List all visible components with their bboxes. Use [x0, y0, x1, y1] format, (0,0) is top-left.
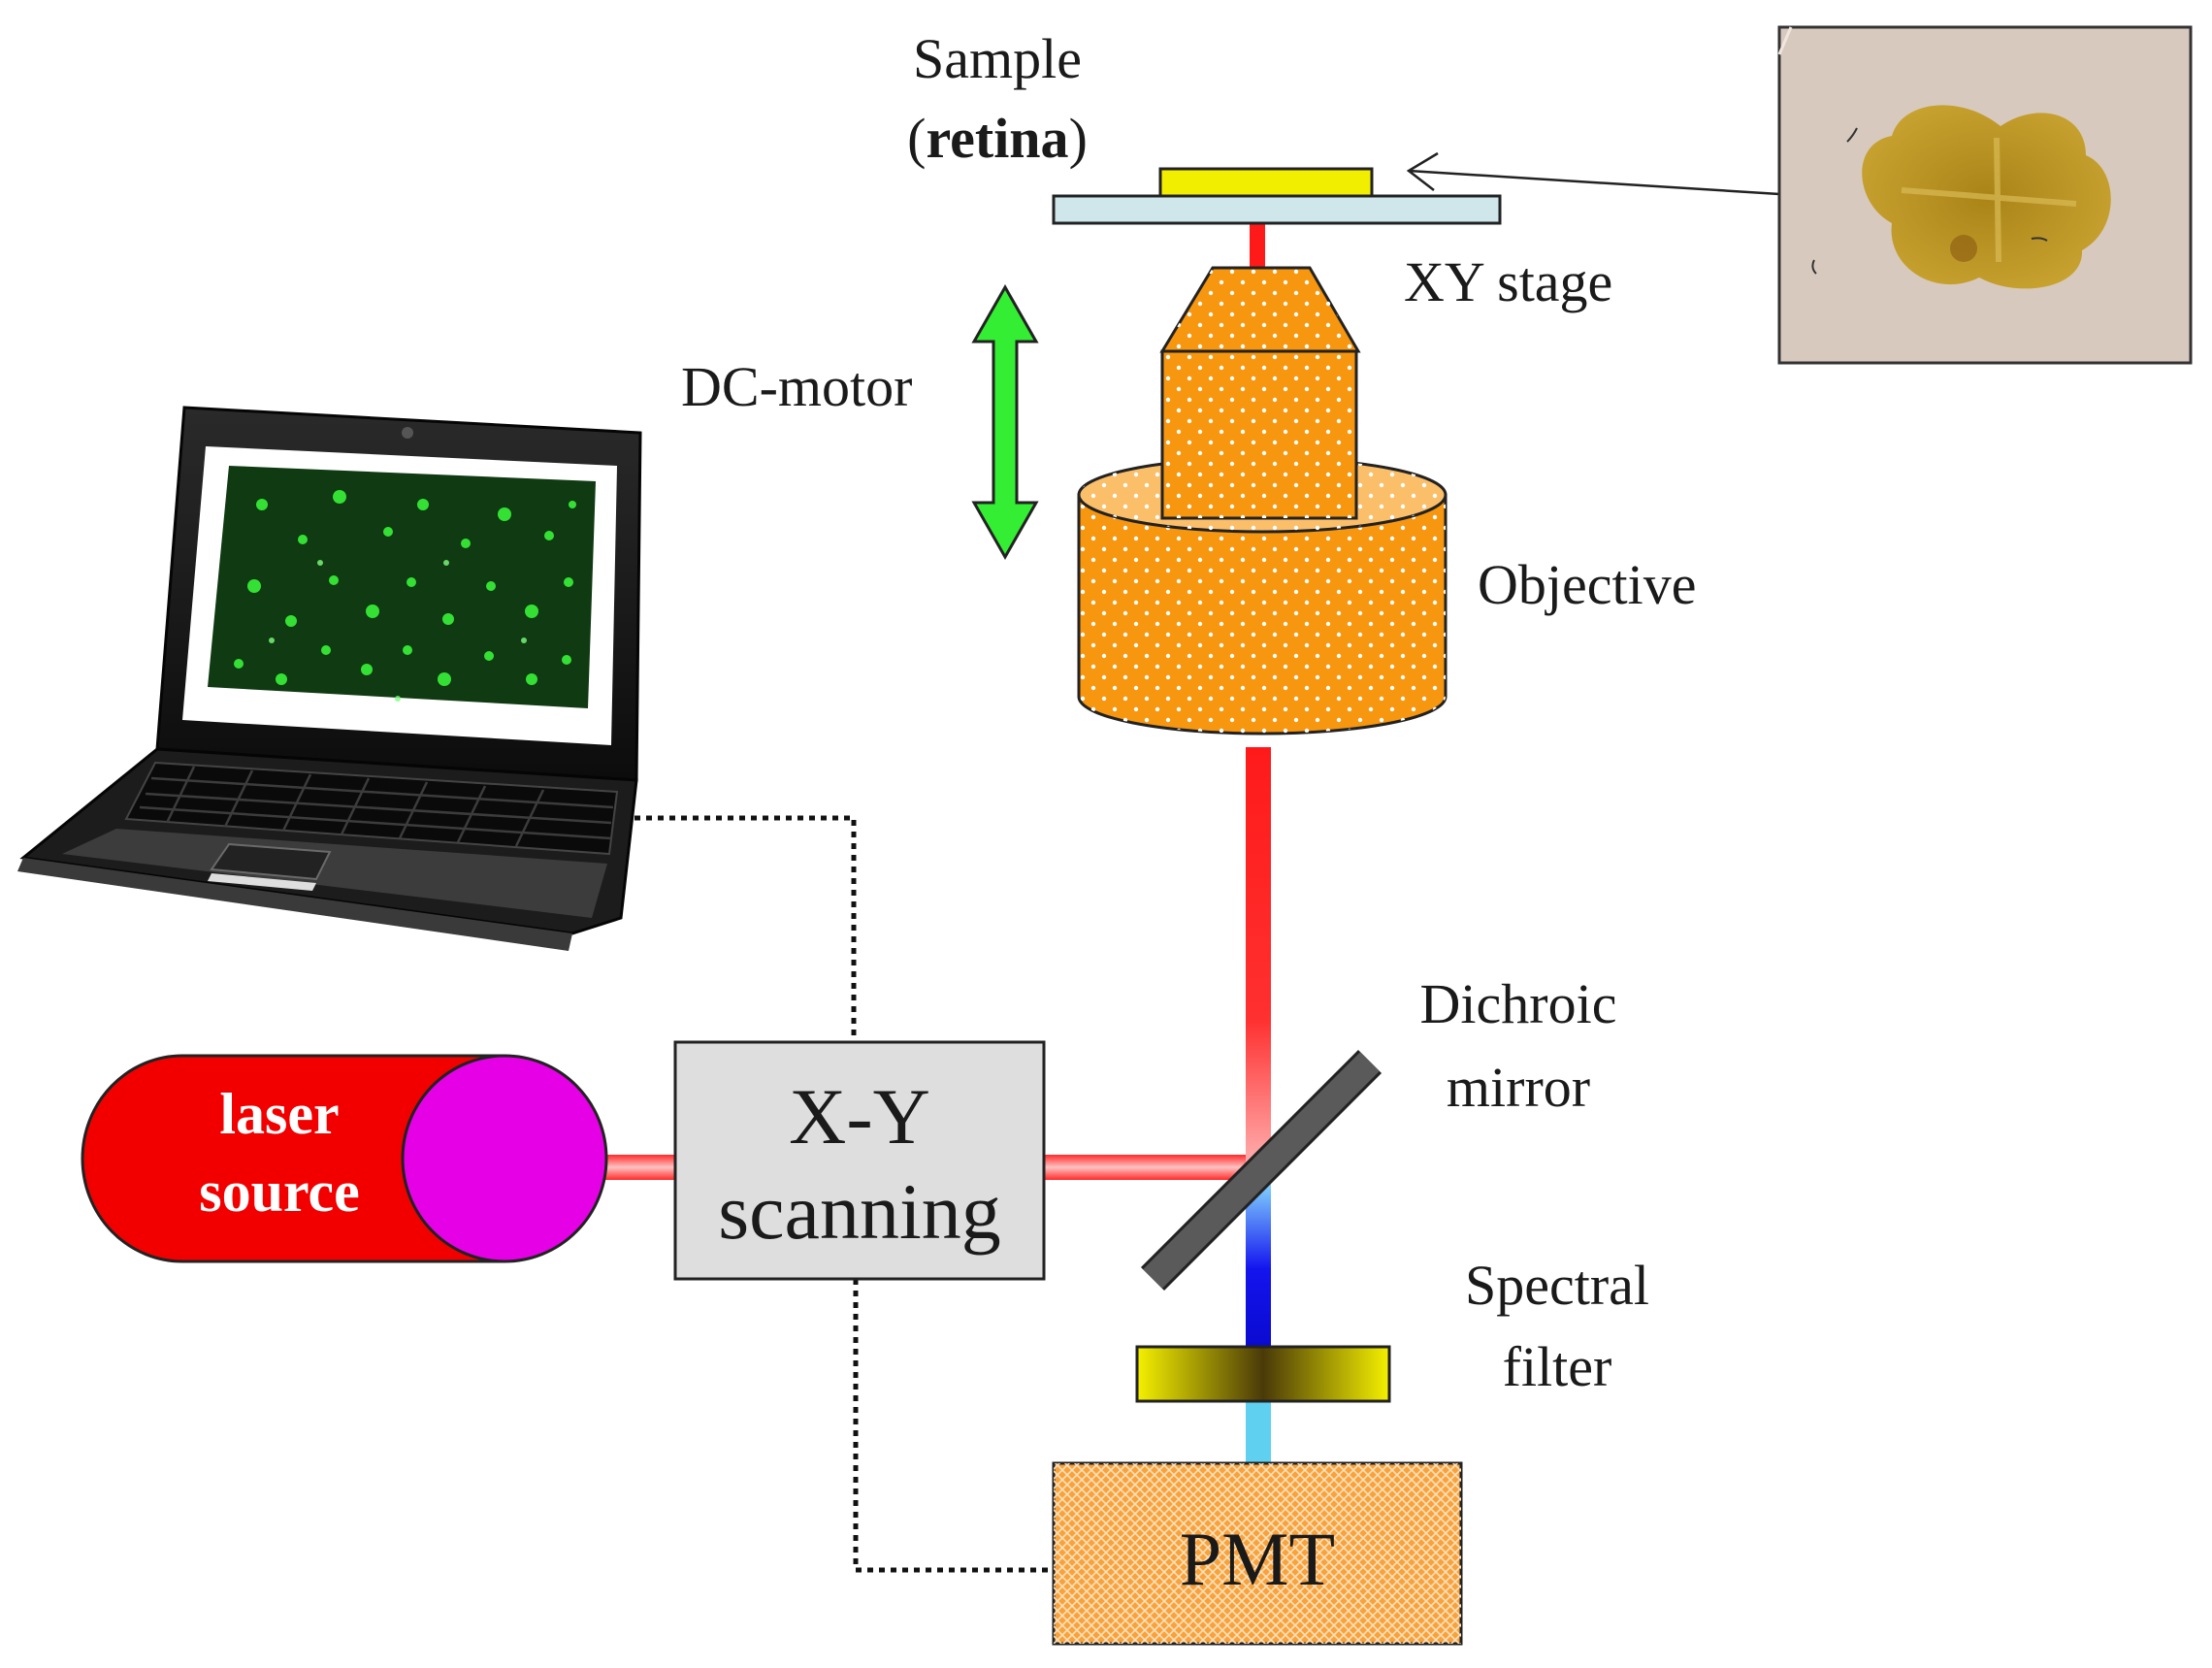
- scanner-box: [673, 1040, 1046, 1281]
- xy-scanner: X-Y scanning: [673, 1040, 1046, 1281]
- scanner-label-line2: scanning: [718, 1167, 1000, 1256]
- xy-stage: [1052, 194, 1502, 225]
- objective-lens: [1077, 266, 1448, 736]
- xy-stage-label: XY stage: [1404, 250, 1612, 313]
- laser-label-line2: source: [199, 1160, 360, 1224]
- laser-body: [81, 1054, 506, 1263]
- dichroic-label-line1: Dichroic: [1420, 972, 1617, 1035]
- scanner-label-line1: X-Y: [789, 1072, 930, 1161]
- sample-label-line1: Sample: [913, 27, 1082, 90]
- pmt-label: PMT: [1180, 1517, 1335, 1601]
- dc-motor-label: DC-motor: [681, 355, 912, 418]
- laser-label-line1: laser: [219, 1082, 339, 1146]
- laser-source: laser source: [81, 1054, 608, 1263]
- beam-objective-to-sample: [1250, 221, 1265, 270]
- retina-sample-photo: [1777, 25, 2193, 365]
- pmt-detector: PMT: [1052, 1461, 1463, 1646]
- beam-scanner-to-mirror: [1044, 1155, 1250, 1180]
- dichroic-mirror: [1140, 1049, 1382, 1292]
- laptop-icon: [17, 406, 642, 951]
- beam-mirror-to-objective: [1246, 747, 1271, 1166]
- photo-pointer-line: [1408, 169, 1780, 196]
- photo-pointer-arrowhead: [1406, 151, 1439, 191]
- sample-label-line2: (retina): [907, 107, 1088, 170]
- laser-face: [401, 1054, 608, 1263]
- microscopy-screen-image: [208, 466, 596, 708]
- spectral-label-line1: Spectral: [1465, 1254, 1649, 1317]
- dichroic-label-line2: mirror: [1447, 1056, 1590, 1119]
- sample-retina: [1158, 167, 1374, 198]
- beam-filter-to-pmt: [1246, 1399, 1271, 1463]
- spectral-label-line2: filter: [1503, 1335, 1612, 1398]
- objective-label: Objective: [1478, 553, 1696, 616]
- keyboard: [124, 761, 619, 856]
- spectral-filter: [1135, 1345, 1391, 1403]
- cable-scanner-to-pmt: [853, 1279, 1054, 1573]
- dc-motor-arrow: [971, 283, 1039, 561]
